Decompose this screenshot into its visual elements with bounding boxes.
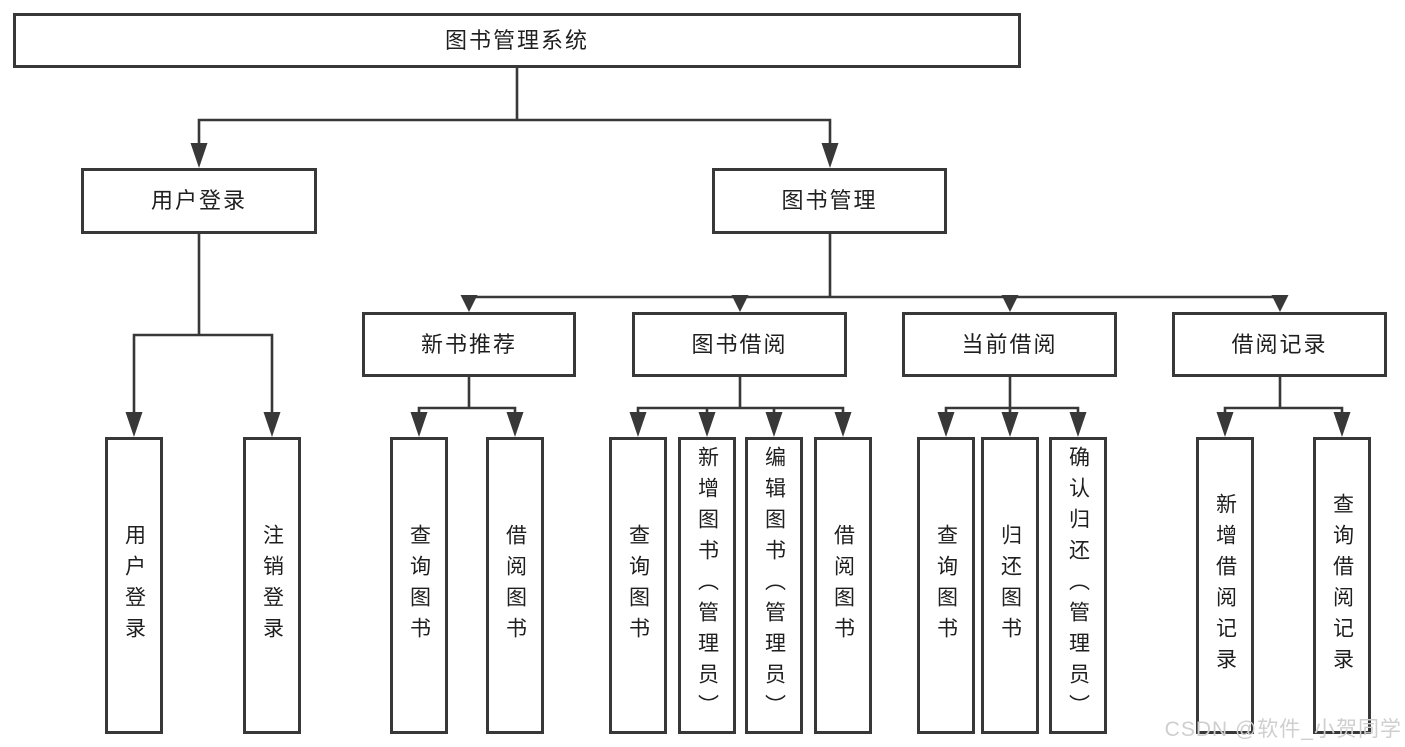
arrowhead-group [125,143,1351,437]
watermark: CSDN @软件_小贺同学 [1164,718,1402,741]
leaf-return-books: 归还图书 [981,437,1039,734]
leaf-edit-books-admin: 编辑图书（管理员） [745,437,803,734]
node-root: 图书管理系统 [13,13,1021,68]
leaf-recommend-borrow-books: 借阅图书 [486,437,544,734]
leaf-query-borrow-record: 查询借阅记录 [1313,437,1371,734]
leaf-add-books-admin: 新增图书（管理员） [678,437,736,734]
leaf-add-borrow-record: 新增借阅记录 [1196,437,1254,734]
leaf-recommend-query-books: 查询图书 [390,437,448,734]
node-borrow-records: 借阅记录 [1172,312,1387,377]
node-book-management: 图书管理 [712,168,947,234]
node-new-book-recommend: 新书推荐 [362,312,576,377]
leaf-borrow-books: 借阅图书 [814,437,872,734]
node-book-borrow: 图书借阅 [632,312,847,377]
leaf-current-query-books: 查询图书 [917,437,975,734]
leaf-user-login: 用户登录 [105,437,163,734]
node-user-login: 用户登录 [81,168,317,234]
node-current-borrow: 当前借阅 [902,312,1117,377]
leaf-logout: 注销登录 [243,437,301,734]
leaf-confirm-return-admin: 确认归还（管理员） [1049,437,1107,734]
leaf-borrow-query-books: 查询图书 [609,437,667,734]
